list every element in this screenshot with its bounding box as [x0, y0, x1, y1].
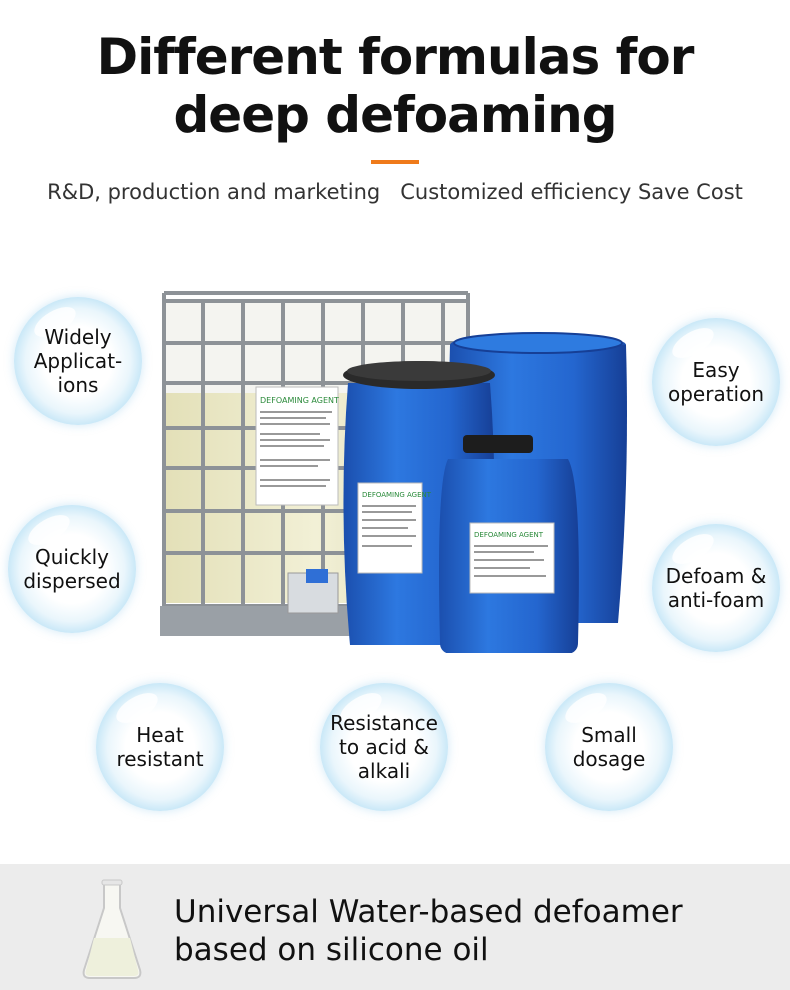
feature-text-line: Small [581, 723, 637, 747]
feature-text-line: resistant [116, 747, 204, 771]
ibc-label-text: DEFOAMING AGENT [260, 396, 339, 405]
feature-defoam-antifoam: Defoam & anti-foam [652, 524, 780, 652]
feature-acid-alkali-resistance: Resistance to acid & alkali [320, 683, 448, 811]
accent-divider [371, 160, 419, 164]
feature-small-dosage: Small dosage [545, 683, 673, 811]
product-image: DEFOAMING AGENT DEFOAMING AGENT DEFOAMIN… [160, 291, 627, 653]
feature-text-line: Quickly [35, 545, 109, 569]
feature-widely-applications: Widely Applicat- ions [14, 297, 142, 425]
feature-quickly-dispersed: Quickly dispersed [8, 505, 136, 633]
feature-text-line: alkali [357, 759, 411, 783]
feature-text-line: Resistance [330, 711, 438, 735]
title-line-2: deep defoaming [173, 86, 618, 144]
feature-text-line: ions [57, 373, 99, 397]
jerrycan-label-text: DEFOAMING AGENT [474, 531, 544, 539]
footer-description: Universal Water-based defoamer based on … [174, 894, 683, 968]
page-title: Different formulas for deep defoaming [0, 28, 790, 144]
feature-text-line: dosage [572, 747, 646, 771]
title-line-1: Different formulas for [96, 28, 695, 86]
feature-text-line: dispersed [23, 569, 121, 593]
feature-text-line: Widely [44, 325, 112, 349]
feature-text-line: to acid & [339, 735, 429, 759]
drum-label-text: DEFOAMING AGENT [362, 491, 432, 499]
flask-icon [82, 879, 142, 979]
feature-text-line: operation [667, 382, 765, 406]
subtitle: R&D, production and marketing Customized… [47, 180, 743, 204]
feature-text-line: Easy [692, 358, 740, 382]
feature-text-line: anti-foam [667, 588, 765, 612]
feature-easy-operation: Easy operation [652, 318, 780, 446]
feature-text-line: Defoam & [665, 564, 767, 588]
feature-text-line: Heat [136, 723, 184, 747]
feature-heat-resistant: Heat resistant [96, 683, 224, 811]
jerrycan: DEFOAMING AGENT [439, 435, 579, 653]
feature-text-line: Applicat- [33, 349, 123, 373]
